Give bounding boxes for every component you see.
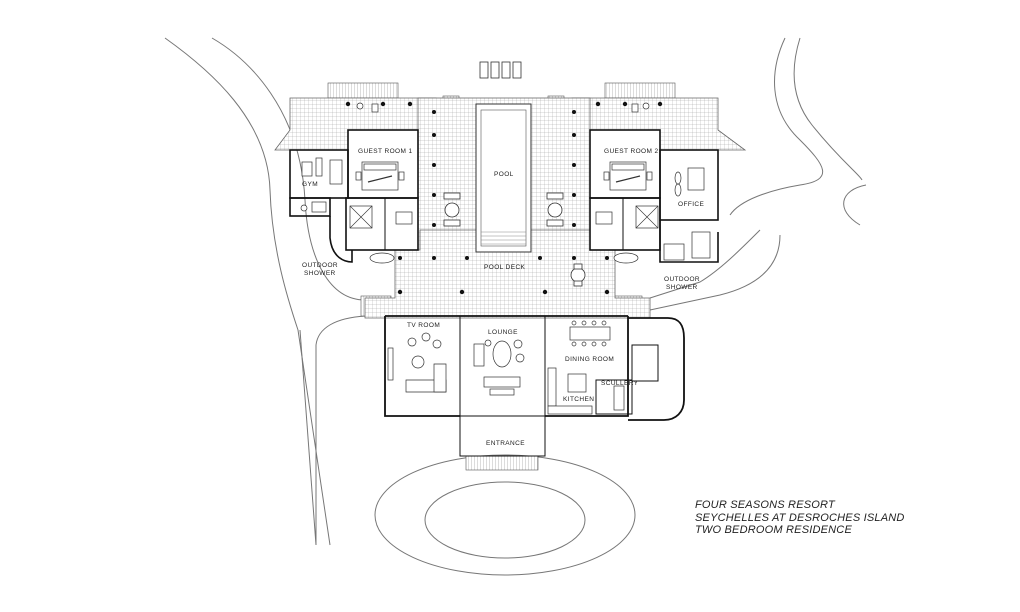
room-labels: POOL POOL DECK GUEST ROOM 1 GUEST ROOM 2… — [302, 148, 704, 447]
gym-label: GYM — [302, 181, 318, 188]
driveway — [374, 454, 636, 576]
outdoor-shower-right-label-line1: OUTDOOR — [664, 276, 700, 283]
guest-room-1-furniture — [300, 102, 413, 264]
guest-wing-right — [589, 129, 719, 263]
entrance-label: ENTRANCE — [486, 440, 525, 447]
plan-caption: FOUR SEASONS RESORT SEYCHELLES AT DESROC… — [695, 499, 905, 537]
guest-room-1-label: GUEST ROOM 1 — [358, 148, 413, 155]
office-label: OFFICE — [678, 201, 704, 208]
caption-line-3: TWO BEDROOM RESIDENCE — [695, 524, 852, 536]
dining-room-label: DINING ROOM — [565, 356, 614, 363]
sun-loungers — [479, 61, 522, 79]
pool — [475, 103, 532, 253]
outdoor-shower-left-label-line1: OUTDOOR — [302, 262, 338, 269]
pool-deck-furniture — [443, 192, 586, 287]
guest-room-2-label: GUEST ROOM 2 — [604, 148, 659, 155]
guest-room-2-furniture — [595, 102, 711, 264]
kitchen-label: KITCHEN — [563, 396, 594, 403]
guest-wing-left — [289, 129, 419, 263]
columns — [345, 101, 663, 295]
caption-line-2: SEYCHELLES AT DESROCHES ISLAND — [695, 511, 905, 524]
caption-line-1: FOUR SEASONS RESORT — [695, 499, 835, 511]
lounge-label: LOUNGE — [488, 329, 518, 336]
tv-room-label: TV ROOM — [407, 322, 440, 329]
outdoor-shower-left-label-line2: SHOWER — [304, 270, 336, 277]
pool-deck-label: POOL DECK — [484, 264, 526, 271]
landscape-paths — [164, 37, 867, 546]
outdoor-shower-right-label-line2: SHOWER — [666, 284, 698, 291]
main-living-furniture — [387, 320, 625, 415]
pool-label: POOL — [494, 171, 514, 178]
scullery-label: SCULLERY — [601, 380, 639, 387]
main-living-block — [384, 315, 685, 457]
